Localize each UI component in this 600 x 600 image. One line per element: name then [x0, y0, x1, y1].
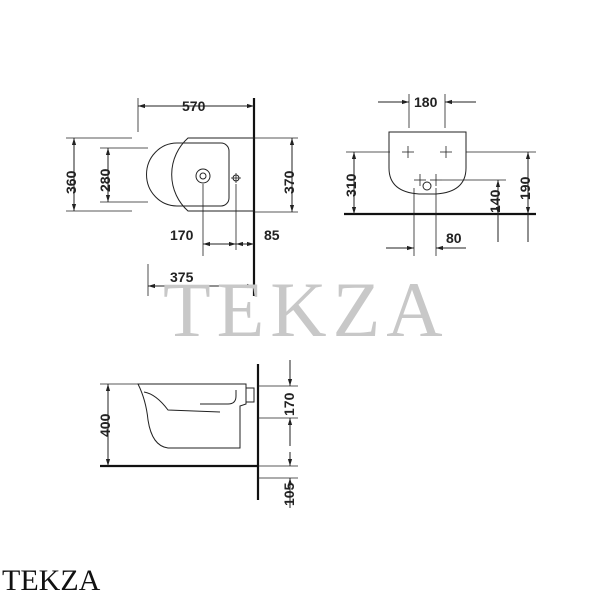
dim-80: 80: [446, 230, 462, 246]
rear-view-bidet: [388, 131, 467, 195]
tap-hole-inner: [199, 172, 207, 180]
dim-310: 310: [343, 173, 359, 197]
side-view-bidet: [137, 383, 247, 449]
side-view-bracket: [245, 387, 255, 403]
rear-view-fixings: [402, 146, 452, 186]
dim-105: 105: [281, 482, 297, 506]
watermark: TEKZA: [163, 266, 449, 353]
dim-85: 85: [264, 227, 280, 243]
dim-370: 370: [281, 170, 297, 194]
dim-180: 180: [414, 94, 438, 110]
side-view-bowl: [143, 391, 221, 413]
side-view: 400 170 105: [97, 360, 298, 508]
rear-view: 180 310 140 190 80: [343, 94, 536, 256]
waste-outlet: [422, 181, 432, 191]
dim-170-top: 170: [170, 227, 194, 243]
dim-280: 280: [97, 168, 113, 192]
dim-170-side: 170: [281, 392, 297, 416]
top-view: 570 360 280 370 170 85 375: [63, 98, 298, 296]
tap-hole: [195, 168, 211, 184]
dim-375: 375: [170, 269, 194, 285]
dim-400: 400: [97, 413, 113, 437]
top-view-bowl-inner: [146, 142, 230, 207]
dim-570: 570: [182, 98, 206, 114]
dim-140: 140: [487, 189, 503, 213]
brand-label: TEKZA: [2, 564, 101, 597]
dim-190: 190: [517, 176, 533, 200]
top-view-bidet-outer: [171, 137, 254, 212]
dim-360: 360: [63, 170, 79, 194]
side-view-pipe: [200, 390, 237, 405]
